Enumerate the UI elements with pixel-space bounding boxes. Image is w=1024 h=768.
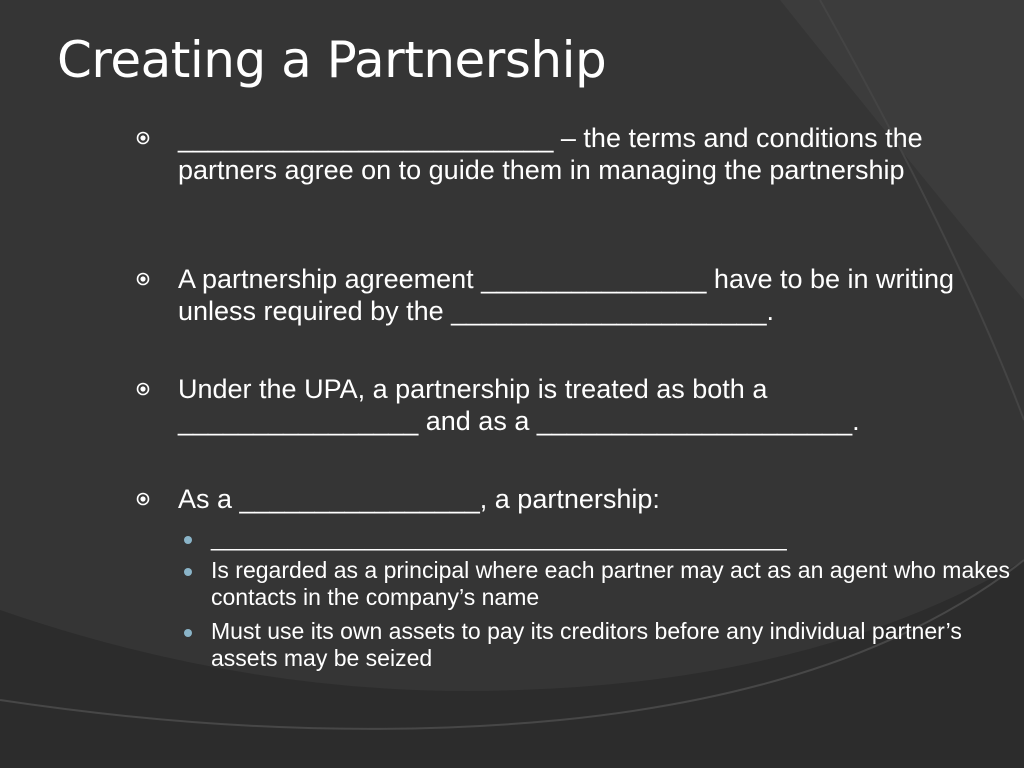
- slide-title: Creating a Partnership: [57, 31, 607, 89]
- sub-bullet-item: Must use its own assets to pay its credi…: [184, 618, 1011, 672]
- dot-bullet-icon: [184, 629, 192, 637]
- sub-bullet-text: Is regarded as a principal where each pa…: [211, 557, 1011, 610]
- bullet-text: _________________________ – the terms an…: [178, 123, 923, 185]
- bullet-text: As a ________________, a partnership:: [178, 484, 660, 514]
- circle-bullet-icon: [136, 272, 150, 286]
- bullet-item: As a ________________, a partnership:: [136, 483, 1014, 515]
- bullet-item: _________________________ – the terms an…: [136, 122, 1014, 186]
- dot-bullet-icon: [184, 536, 192, 544]
- sub-bullet-text: ________________________________________…: [211, 525, 787, 551]
- sub-bullet-text: Must use its own assets to pay its credi…: [211, 618, 962, 671]
- circle-bullet-icon: [136, 382, 150, 396]
- circle-bullet-icon: [136, 492, 150, 506]
- bullet-text: Under the UPA, a partnership is treated …: [178, 374, 860, 436]
- bullet-text: A partnership agreement _______________ …: [178, 264, 955, 326]
- dot-bullet-icon: [184, 568, 192, 576]
- sub-bullet-item: ________________________________________…: [184, 525, 1011, 552]
- bullet-item: A partnership agreement _______________ …: [136, 263, 1014, 327]
- bullet-item: Under the UPA, a partnership is treated …: [136, 373, 1014, 437]
- circle-bullet-icon: [136, 131, 150, 145]
- sub-bullet-item: Is regarded as a principal where each pa…: [184, 557, 1011, 611]
